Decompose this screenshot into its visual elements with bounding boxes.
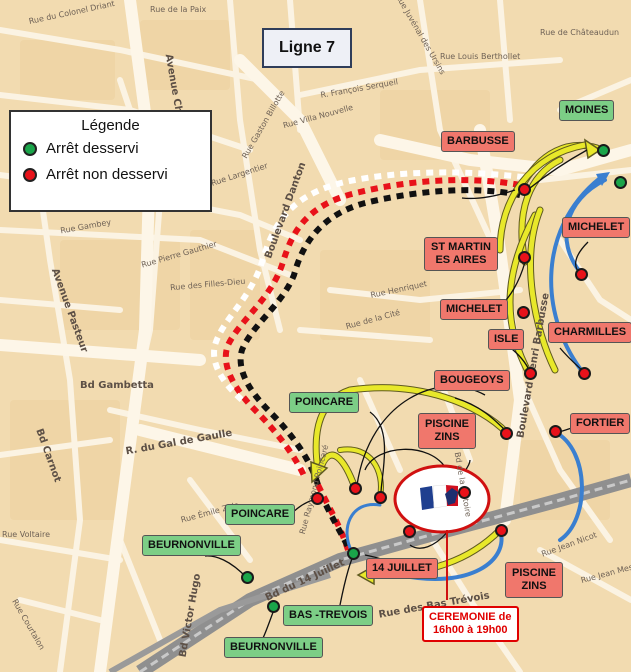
stop-fortier[interactable] — [549, 425, 562, 438]
stop-michelet[interactable] — [517, 306, 530, 319]
label-bougeoys: BOUGEOYS — [434, 370, 510, 391]
stop-poincare[interactable] — [311, 492, 324, 505]
stop-beurnonville-south[interactable] — [267, 600, 280, 613]
stop-beurnonville-north[interactable] — [241, 571, 254, 584]
stop-piscine-zins-north[interactable] — [458, 486, 471, 499]
line-title-text: Ligne 7 — [278, 39, 335, 56]
legend-served-label: Arrêt desservi — [46, 140, 139, 157]
stop-michelet-east[interactable] — [575, 268, 588, 281]
label-barbusse: BARBUSSE — [441, 131, 515, 152]
stop-charmilles[interactable] — [578, 367, 591, 380]
stop-st-martin[interactable] — [518, 251, 531, 264]
label-charmilles: CHARMILLES — [548, 322, 631, 343]
label-michelet: MICHELET — [440, 299, 509, 320]
stop-poincare-east[interactable] — [349, 482, 362, 495]
label-poincare-north: POINCARE — [289, 392, 360, 413]
green-dot-icon — [23, 141, 37, 156]
stop-served-east[interactable] — [614, 176, 627, 189]
label-poincare-south: POINCARE — [225, 504, 296, 525]
stop-isle[interactable] — [524, 367, 537, 380]
label-beurnonville-south: BEURNONVILLE — [224, 637, 323, 658]
label-isle: ISLE — [488, 329, 525, 350]
red-dot-icon — [23, 167, 37, 182]
stop-bougeoys[interactable] — [500, 427, 513, 440]
stop-moines[interactable] — [597, 144, 610, 157]
label-beurnonville-north: BEURNONVILLE — [142, 535, 241, 556]
flags-icon — [420, 484, 458, 510]
legend-row-not-served: Arrêt non desservi — [23, 166, 168, 183]
label-moines: MOINES — [559, 100, 615, 121]
stop-barbusse[interactable] — [518, 183, 531, 196]
legend: Légende Arrêt desservi Arrêt non desserv… — [9, 110, 212, 212]
label-fortier: FORTIER — [570, 413, 631, 434]
label-bas-trevois: BAS -TREVOIS — [283, 605, 374, 626]
stop-piscine-zins-south[interactable] — [495, 524, 508, 537]
stop-bas-trevois[interactable] — [347, 547, 360, 560]
label-michelet-east: MICHELET — [562, 217, 631, 238]
stop-14-juillet[interactable] — [403, 525, 416, 538]
legend-title: Légende — [81, 117, 140, 134]
label-14-juillet: 14 JUILLET — [366, 558, 438, 579]
stop-detour-a[interactable] — [374, 491, 387, 504]
line-title: Ligne 7 — [262, 28, 352, 68]
legend-not-served-label: Arrêt non desservi — [46, 166, 168, 183]
legend-row-served: Arrêt desservi — [23, 140, 139, 157]
